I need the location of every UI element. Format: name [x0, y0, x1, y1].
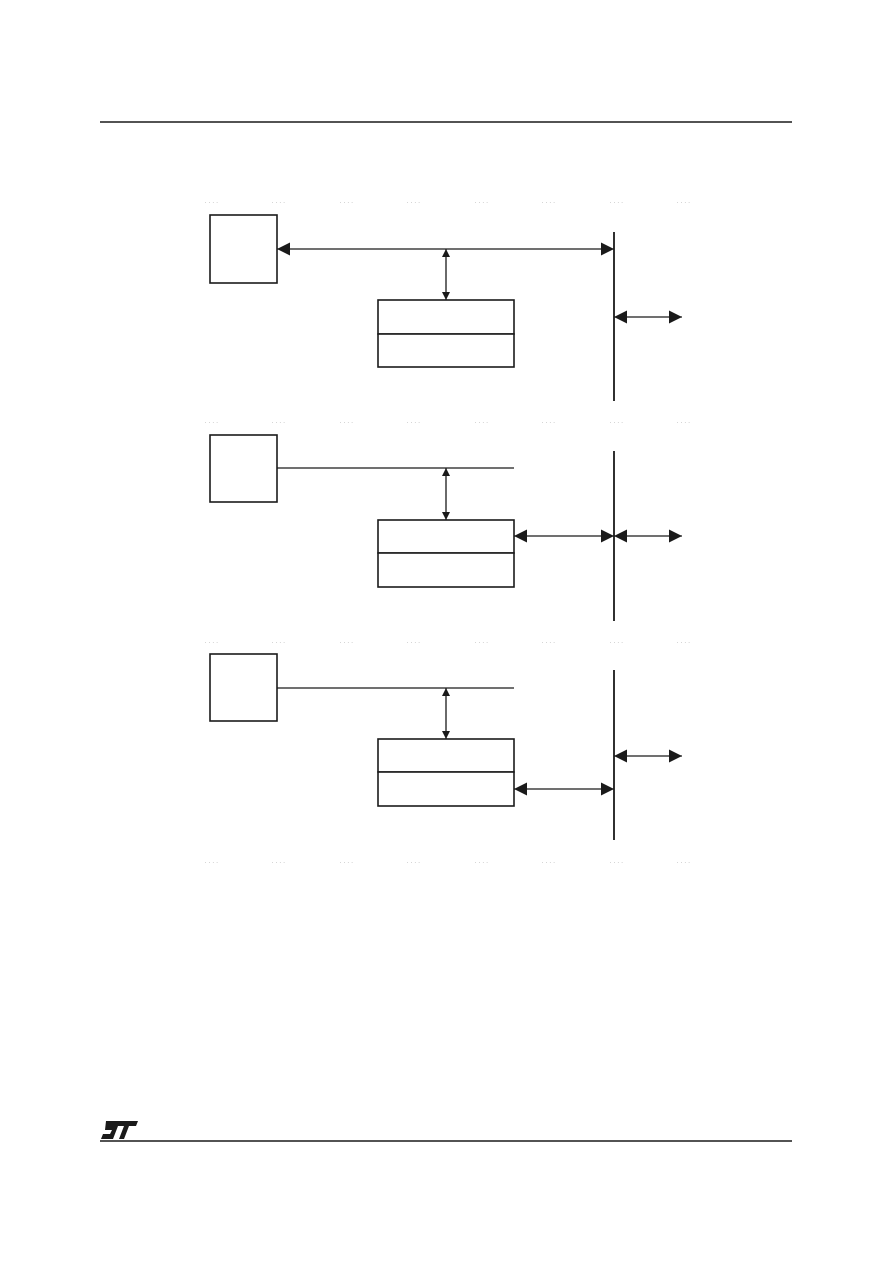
diagram-panel-2: [209, 434, 682, 621]
svg-text:. . . .: . . . .: [475, 419, 488, 425]
panel-3-memory-box-top: [377, 738, 515, 773]
svg-text:. . . .: . . . .: [340, 199, 353, 205]
svg-text:. . . .: . . . .: [542, 419, 555, 425]
svg-text:. . . .: . . . .: [610, 639, 623, 645]
tick-row-2: . . . . . . . . . . . . . . . . . . . . …: [205, 419, 690, 425]
panel-2-processor-box: [209, 434, 278, 503]
svg-text:. . . .: . . . .: [205, 419, 218, 425]
svg-text:. . . .: . . . .: [677, 859, 690, 865]
svg-text:. . . .: . . . .: [542, 859, 555, 865]
svg-text:. . . .: . . . .: [340, 419, 353, 425]
svg-text:. . . .: . . . .: [475, 639, 488, 645]
svg-text:. . . .: . . . .: [677, 199, 690, 205]
svg-text:. . . .: . . . .: [272, 639, 285, 645]
panel-1-processor-box: [209, 214, 278, 284]
svg-text:. . . .: . . . .: [542, 639, 555, 645]
panel-3-memory-box-bottom: [377, 771, 515, 807]
svg-text:. . . .: . . . .: [205, 199, 218, 205]
svg-text:. . . .: . . . .: [340, 639, 353, 645]
svg-text:. . . .: . . . .: [610, 419, 623, 425]
svg-text:. . . .: . . . .: [542, 199, 555, 205]
svg-text:. . . .: . . . .: [475, 859, 488, 865]
st-logo: [101, 1121, 138, 1139]
panel-1-memory-box-top: [377, 299, 515, 335]
svg-text:. . . .: . . . .: [610, 859, 623, 865]
diagram-panel-1: [209, 214, 682, 401]
panel-2-memory-box-top: [377, 519, 515, 554]
svg-text:. . . .: . . . .: [677, 419, 690, 425]
svg-text:. . . .: . . . .: [272, 419, 285, 425]
svg-text:. . . .: . . . .: [205, 639, 218, 645]
tick-row-1: . . . . . . . . . . . . . . . . . . . . …: [205, 199, 690, 205]
svg-text:. . . .: . . . .: [407, 639, 420, 645]
svg-text:. . . .: . . . .: [407, 859, 420, 865]
svg-text:. . . .: . . . .: [677, 639, 690, 645]
svg-text:. . . .: . . . .: [407, 199, 420, 205]
svg-text:. . . .: . . . .: [272, 859, 285, 865]
svg-text:. . . .: . . . .: [272, 199, 285, 205]
svg-text:. . . .: . . . .: [205, 859, 218, 865]
panel-3-processor-box: [209, 653, 278, 722]
svg-text:. . . .: . . . .: [340, 859, 353, 865]
tick-row-3: . . . . . . . . . . . . . . . . . . . . …: [205, 639, 690, 645]
panel-2-memory-box-bottom: [377, 552, 515, 588]
panel-1-memory-box-bottom: [377, 333, 515, 368]
diagram-panel-3: [209, 653, 682, 840]
svg-text:. . . .: . . . .: [475, 199, 488, 205]
svg-text:. . . .: . . . .: [610, 199, 623, 205]
svg-text:. . . .: . . . .: [407, 419, 420, 425]
tick-row-4: . . . . . . . . . . . . . . . . . . . . …: [205, 859, 690, 865]
